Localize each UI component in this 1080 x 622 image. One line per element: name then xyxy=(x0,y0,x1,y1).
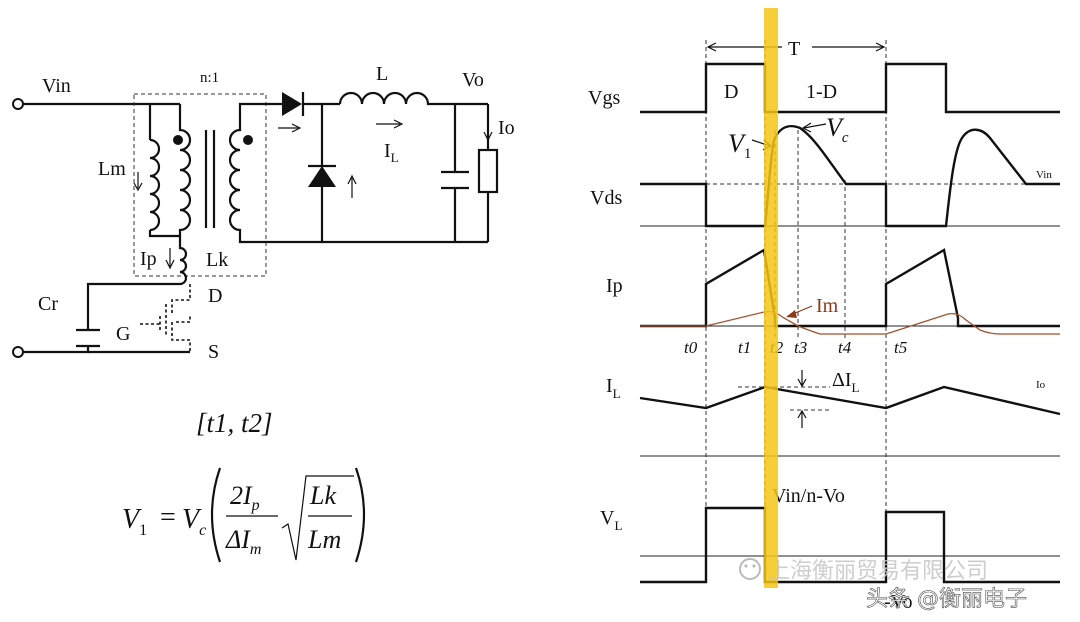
off-duty-label: 1-D xyxy=(806,81,837,103)
period-label: T xyxy=(788,38,800,60)
primary-winding xyxy=(178,120,192,236)
vgs-wave xyxy=(640,62,1060,114)
row-label-vds: Vds xyxy=(590,187,622,209)
delta-il-label: ΔIL xyxy=(832,369,860,395)
secondary-winding xyxy=(228,122,242,240)
right-paren xyxy=(354,467,366,563)
interval-highlight xyxy=(764,8,778,588)
ratio-label: n:1 xyxy=(200,70,219,86)
ip-label: Ip xyxy=(140,248,157,270)
vc-label: Vc xyxy=(826,113,849,146)
io-arrow xyxy=(483,118,493,142)
row-label-vl: VL xyxy=(600,507,622,533)
output-capacitor xyxy=(441,170,469,190)
freewheel-diode xyxy=(308,166,336,187)
freewheel-arrow xyxy=(347,174,357,198)
ip-wave xyxy=(640,248,1060,328)
l-label: L xyxy=(376,63,388,85)
time-label-t3: t3 xyxy=(794,338,807,357)
transformer-box xyxy=(133,93,267,277)
row-label-il: IL xyxy=(606,375,621,401)
ip-arrow xyxy=(165,248,175,270)
forward-diode xyxy=(282,92,302,116)
frac-num: 2Ip xyxy=(230,481,260,514)
vc-symbol: Vc xyxy=(182,504,206,539)
v1-symbol: V1 xyxy=(122,504,147,539)
sqrt-sign xyxy=(281,475,354,561)
duty-label: D xyxy=(724,81,738,103)
vl-level-label: Vin/n-Vo xyxy=(772,485,845,507)
output-inductor xyxy=(338,91,488,106)
ground-terminal xyxy=(12,346,24,358)
lk-inductor xyxy=(178,236,188,286)
vin-label: Vin xyxy=(42,75,71,97)
watermark-company: 上海衡丽贸易有限公司 xyxy=(768,559,988,584)
im-wave xyxy=(640,310,1060,335)
s-label: S xyxy=(208,341,219,363)
interval-label: [t1, t2] xyxy=(196,408,273,438)
watermark-vo: -Vo xyxy=(884,591,913,613)
vo-label: Vo xyxy=(462,69,484,91)
lm-arrow xyxy=(133,172,143,192)
g-label: G xyxy=(116,323,130,345)
time-label-t5: t5 xyxy=(894,338,907,357)
wechat-icon xyxy=(739,558,761,580)
il-label: IL xyxy=(384,140,399,165)
time-label-t0: t0 xyxy=(684,338,698,357)
time-labels: t0 t1 t2 t3 t4 t5 xyxy=(684,338,907,357)
time-label-t1: t1 xyxy=(738,338,751,357)
vc-pointer xyxy=(801,122,827,133)
cr-capacitor xyxy=(76,328,100,348)
im-label: Im xyxy=(816,295,839,317)
d-label: D xyxy=(208,285,222,307)
diode-current-arrow xyxy=(278,123,302,133)
lm-label: Lm xyxy=(98,158,126,180)
il-wave xyxy=(639,385,1061,416)
circuit-schematic: Vin Lm n:1 Ip Lk xyxy=(12,63,515,363)
vl-wave xyxy=(640,506,1060,584)
formula-block: [t1, t2] V1 = Vc 2Ip ΔIm Lk Lm xyxy=(122,408,366,563)
cr-label: Cr xyxy=(38,293,58,315)
watermark-toutiao: 头条 @衡丽电子 xyxy=(866,587,1027,612)
frac-den: ΔIm xyxy=(225,525,261,558)
vin-small-label: Vin xyxy=(1036,169,1052,181)
equals-sign: = xyxy=(160,502,176,533)
v1-label: V1 xyxy=(728,129,751,162)
mosfet-switch xyxy=(140,284,191,352)
vds-wave xyxy=(640,125,1060,228)
vin-terminal xyxy=(12,98,24,110)
delta-il-arrow-bottom xyxy=(797,409,807,428)
transformer-core xyxy=(204,130,216,228)
watermark: 上海衡丽贸易有限公司 -Vo 头条 @衡丽电子 xyxy=(739,558,1027,613)
lk-label: Lk xyxy=(206,249,228,271)
left-paren xyxy=(210,467,222,563)
io-label: Io xyxy=(498,117,515,139)
timing-waveforms: T Vgs D 1-D Vds V1 Vc Vin Ip Im t0 t1 t2… xyxy=(588,8,1061,588)
il-arrow xyxy=(376,119,404,129)
load-resistor xyxy=(477,148,499,194)
time-label-t4: t4 xyxy=(838,338,852,357)
sqrt-num: Lk xyxy=(309,481,336,510)
delta-il-arrow-top xyxy=(797,370,807,388)
row-label-ip: Ip xyxy=(606,275,623,297)
lm-inductor xyxy=(149,138,161,232)
io-small-label: Io xyxy=(1036,379,1046,391)
sqrt-den: Lm xyxy=(307,525,341,554)
row-label-vgs: Vgs xyxy=(588,87,620,109)
